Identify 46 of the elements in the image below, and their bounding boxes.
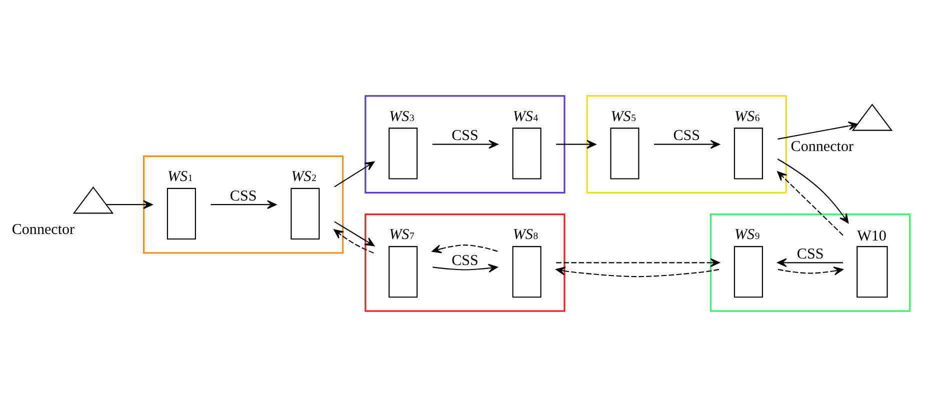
arrow (777, 158, 849, 224)
arrow (556, 266, 720, 278)
edge-label: CSS (796, 246, 824, 263)
node-box (388, 246, 418, 298)
arrow (556, 140, 596, 149)
node-label: WS4 (512, 108, 538, 125)
arrow (334, 221, 375, 246)
node-box (856, 246, 888, 298)
arrow (777, 171, 844, 236)
node-box (734, 246, 763, 298)
node-label: W10 (857, 228, 886, 244)
arrow (556, 258, 720, 268)
node-box (290, 188, 320, 240)
node-label: WS3 (389, 108, 414, 125)
node-label: WS5 (610, 108, 636, 125)
arrow (432, 140, 498, 149)
node-label: Connector (790, 138, 854, 155)
node-triangle (72, 186, 114, 214)
arrow (106, 200, 153, 209)
arrow (777, 258, 844, 268)
arrow (432, 244, 498, 254)
edge-label: CSS (230, 188, 257, 204)
node-box (512, 128, 542, 180)
edge-label: CSS (452, 253, 478, 270)
node-label: WS7 (389, 227, 414, 244)
arrow (334, 229, 374, 254)
node-label: Connector (12, 222, 75, 238)
node-label: WS1 (167, 169, 193, 186)
node-label: WS8 (512, 227, 538, 244)
node-box (166, 188, 196, 240)
node-label: WS6 (734, 108, 760, 125)
node-label: WS2 (291, 169, 316, 186)
node-box (734, 128, 763, 180)
edge-label: CSS (673, 128, 700, 144)
node-box (610, 128, 640, 180)
arrow (778, 266, 844, 276)
node-box (388, 128, 418, 180)
arrow (778, 122, 858, 140)
node-label: WS9 (734, 227, 760, 244)
edge-label: CSS (452, 128, 478, 144)
arrow (210, 200, 277, 209)
node-triangle (852, 104, 893, 131)
arrow (654, 140, 720, 149)
node-box (512, 246, 542, 298)
arrow (432, 264, 498, 273)
arrow (334, 161, 375, 188)
